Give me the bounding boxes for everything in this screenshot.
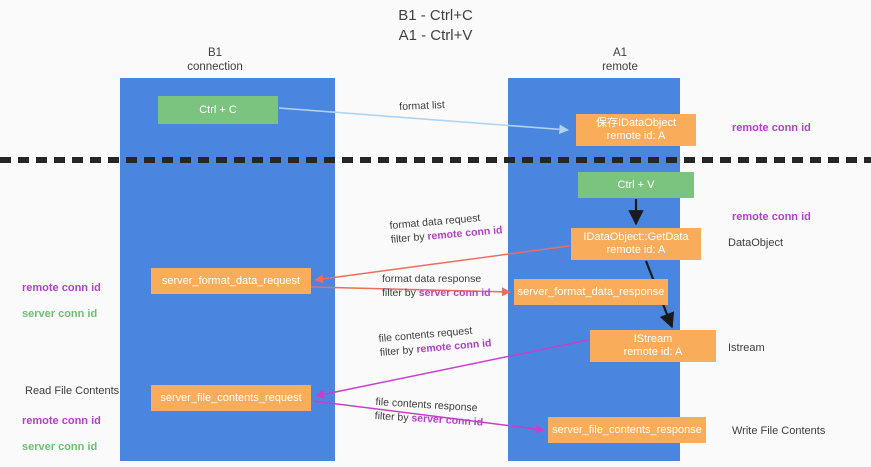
node-idataobject[interactable]: 保存IDataObject remote id: A [576, 114, 696, 146]
annotation-left-remote-conn-id-2: remote conn id [22, 415, 101, 427]
edge-label-file-contents-request: file contents request filter by remote c… [378, 322, 492, 360]
annotation-write-file-contents: Write File Contents [732, 425, 826, 437]
annotation-remote-conn-id-top: remote conn id [732, 122, 811, 134]
edge-label-file-contents-response: file contents response filter by server … [374, 395, 484, 430]
edge-label-filter-prefix: filter by [374, 409, 412, 425]
edge-label-format-data-request: format data request filter by remote con… [389, 209, 503, 247]
edge-label-conn-id-token: server conn id [418, 287, 491, 299]
node-server-format-data-request[interactable]: server_format_data_request [151, 268, 311, 294]
edge-label-line2: filter by server conn id [382, 286, 491, 300]
annotation-conn-ids-file: remote conn id server conn id [22, 402, 101, 454]
edge-label-line1: format list [399, 99, 446, 113]
annotation-istream: Istream [728, 342, 765, 354]
edge-label-format-data-response: format data response filter by server co… [382, 272, 491, 300]
annotation-remote-conn-id-mid: remote conn id [732, 211, 811, 223]
node-idataobject-getdata[interactable]: IDataObject::GetData remote id: A [571, 228, 701, 260]
edge-label-filter-prefix: filter by [390, 230, 428, 246]
annotation-read-file-contents: Read File Contents [25, 385, 120, 397]
edge-label-filter-prefix: filter by [382, 287, 419, 299]
edge-label-filter-prefix: filter by [379, 343, 417, 359]
edge-label-conn-id-token: server conn id [411, 412, 484, 429]
annotation-conn-ids-format: remote conn id server conn id [22, 269, 101, 321]
node-ctrl-v[interactable]: Ctrl + V [578, 172, 694, 198]
annotation-left-remote-conn-id: remote conn id [22, 282, 101, 294]
edge-label-line1: format data response [382, 273, 482, 285]
page-title: B1 - Ctrl+C A1 - Ctrl+V [398, 7, 473, 44]
node-istream[interactable]: IStream remote id: A [590, 330, 716, 362]
column-header-a1: A1 remote [602, 47, 638, 73]
edge-label-format-list: format list [399, 98, 445, 114]
annotation-left-server-conn-id-2: server conn id [22, 441, 98, 453]
column-header-b1: B1 connection [187, 47, 243, 73]
node-server-file-contents-request[interactable]: server_file_contents_request [151, 385, 311, 411]
annotation-left-server-conn-id: server conn id [22, 308, 98, 320]
annotation-dataobject: DataObject [728, 237, 784, 249]
node-server-format-data-response[interactable]: server_format_data_response [514, 279, 668, 305]
node-server-file-contents-response[interactable]: server_file_contents_response [548, 417, 706, 443]
node-ctrl-c[interactable]: Ctrl + C [158, 96, 278, 124]
